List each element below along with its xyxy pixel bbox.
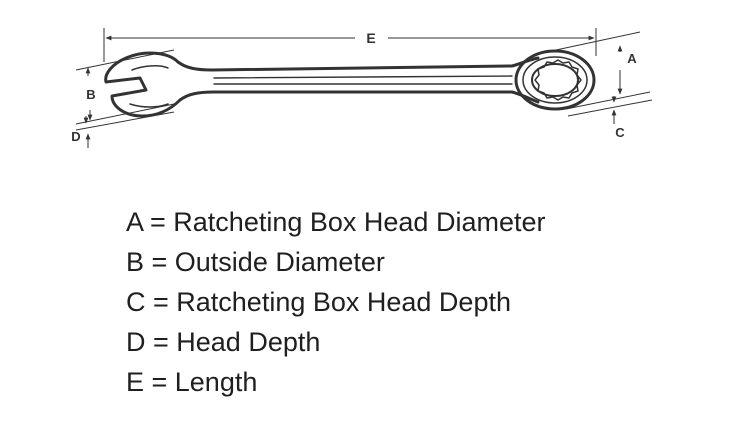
wrench-shank [176,56,540,104]
legend-item-c: C = Ratcheting Box Head Depth [126,287,511,317]
legend-item-a: A = Ratcheting Box Head Diameter [126,207,546,237]
dimension-e [103,28,597,62]
legend-item-d: D = Head Depth [126,327,321,357]
open-end-head [104,51,182,118]
label-a: A [627,51,637,66]
label-e: E [366,30,375,46]
dimension-b [75,49,175,125]
combination-wrench [104,49,596,118]
dimension-a [555,31,651,110]
dimension-c [567,96,653,124]
dimension-legend: A = Ratcheting Box Head Diameter B = Out… [126,202,545,402]
legend-item-b: B = Outside Diameter [126,247,385,277]
label-d: D [71,129,80,144]
label-c: C [615,125,625,140]
label-b: B [86,87,95,102]
ratchet-teeth-icon [534,59,582,101]
box-end-head [514,49,596,111]
legend-item-e: E = Length [126,367,258,397]
dimension-d [75,111,175,148]
wrench-diagram: E A C B D [71,28,653,148]
